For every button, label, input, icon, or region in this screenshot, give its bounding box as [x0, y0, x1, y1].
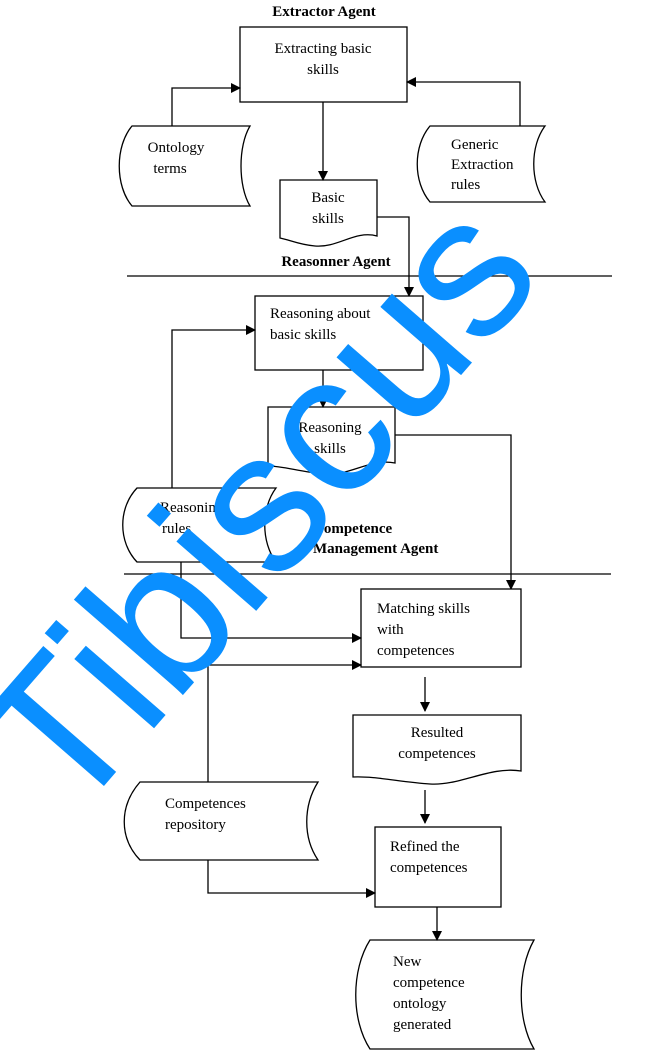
svg-text:rules: rules: [162, 521, 191, 537]
svg-text:Extraction: Extraction: [451, 157, 514, 173]
basic-skills-document: Basic skills: [279, 179, 378, 247]
new-competence-ontology-storage: New competence ontology generated: [355, 939, 536, 1050]
reasoner-agent-heading: Reasonner Agent: [281, 254, 390, 270]
svg-text:with: with: [377, 622, 404, 638]
svg-text:Matching skills: Matching skills: [377, 601, 470, 617]
svg-text:Competences: Competences: [165, 796, 246, 812]
svg-text:competences: competences: [377, 643, 455, 659]
svg-text:competences: competences: [398, 746, 476, 762]
refined-competences-process: Refined the competences: [374, 826, 502, 908]
svg-text:Reasoning: Reasoning: [298, 420, 362, 436]
svg-text:skills: skills: [307, 62, 339, 78]
svg-text:Extracting basic: Extracting basic: [274, 41, 371, 57]
svg-text:Ontology: Ontology: [148, 140, 205, 156]
resulted-competences-document: Resulted competences: [352, 714, 522, 785]
matching-skills-process: Matching skills with competences: [360, 588, 522, 668]
competence-agent-heading-line1: Competence: [313, 521, 392, 537]
reasoning-skills-document: Reasoning skills: [267, 406, 396, 475]
svg-text:Basic: Basic: [311, 190, 345, 206]
svg-text:terms: terms: [153, 161, 186, 177]
ontology-terms-storage: Ontology terms: [118, 125, 252, 207]
svg-text:Reasoning about: Reasoning about: [270, 306, 371, 322]
svg-text:competences: competences: [390, 860, 468, 876]
competences-repository-storage: Competences repository: [123, 781, 320, 861]
competence-agent-heading-line2: Management Agent: [313, 541, 438, 557]
svg-text:competence: competence: [393, 975, 465, 991]
arrow-rules-to-matching: [180, 562, 362, 643]
svg-text:skills: skills: [312, 211, 344, 227]
svg-text:New: New: [393, 954, 421, 970]
reasoning-about-skills-process: Reasoning about basic skills: [254, 295, 424, 371]
arrow-repository-to-matching: [207, 660, 362, 782]
svg-text:basic skills: basic skills: [270, 327, 336, 343]
svg-text:generated: generated: [393, 1017, 452, 1033]
svg-text:Reasoning: Reasoning: [160, 500, 224, 516]
svg-text:repository: repository: [165, 817, 226, 833]
arrow-skills-to-matching: [395, 434, 516, 590]
arrow-repository-to-refined: [207, 860, 376, 898]
arrow-ontology-to-extracting: [171, 83, 241, 126]
extractor-agent-heading: Extractor Agent: [272, 4, 375, 20]
reasoning-rules-storage: Reasoning rules: [122, 487, 278, 563]
generic-extraction-rules-storage: Generic Extraction rules: [416, 125, 547, 203]
arrow-rules-to-extracting: [406, 77, 521, 126]
svg-text:Refined the: Refined the: [390, 839, 460, 855]
svg-text:Generic: Generic: [451, 137, 499, 153]
svg-text:rules: rules: [451, 177, 480, 193]
svg-text:ontology: ontology: [393, 996, 447, 1012]
svg-text:skills: skills: [314, 441, 346, 457]
arrow-rules-to-reasoning: [171, 325, 256, 488]
extracting-basic-skills-process: Extracting basic skills: [239, 26, 408, 103]
arrow-basic-skills-to-reasoning: [377, 216, 414, 297]
svg-text:Resulted: Resulted: [411, 725, 464, 741]
